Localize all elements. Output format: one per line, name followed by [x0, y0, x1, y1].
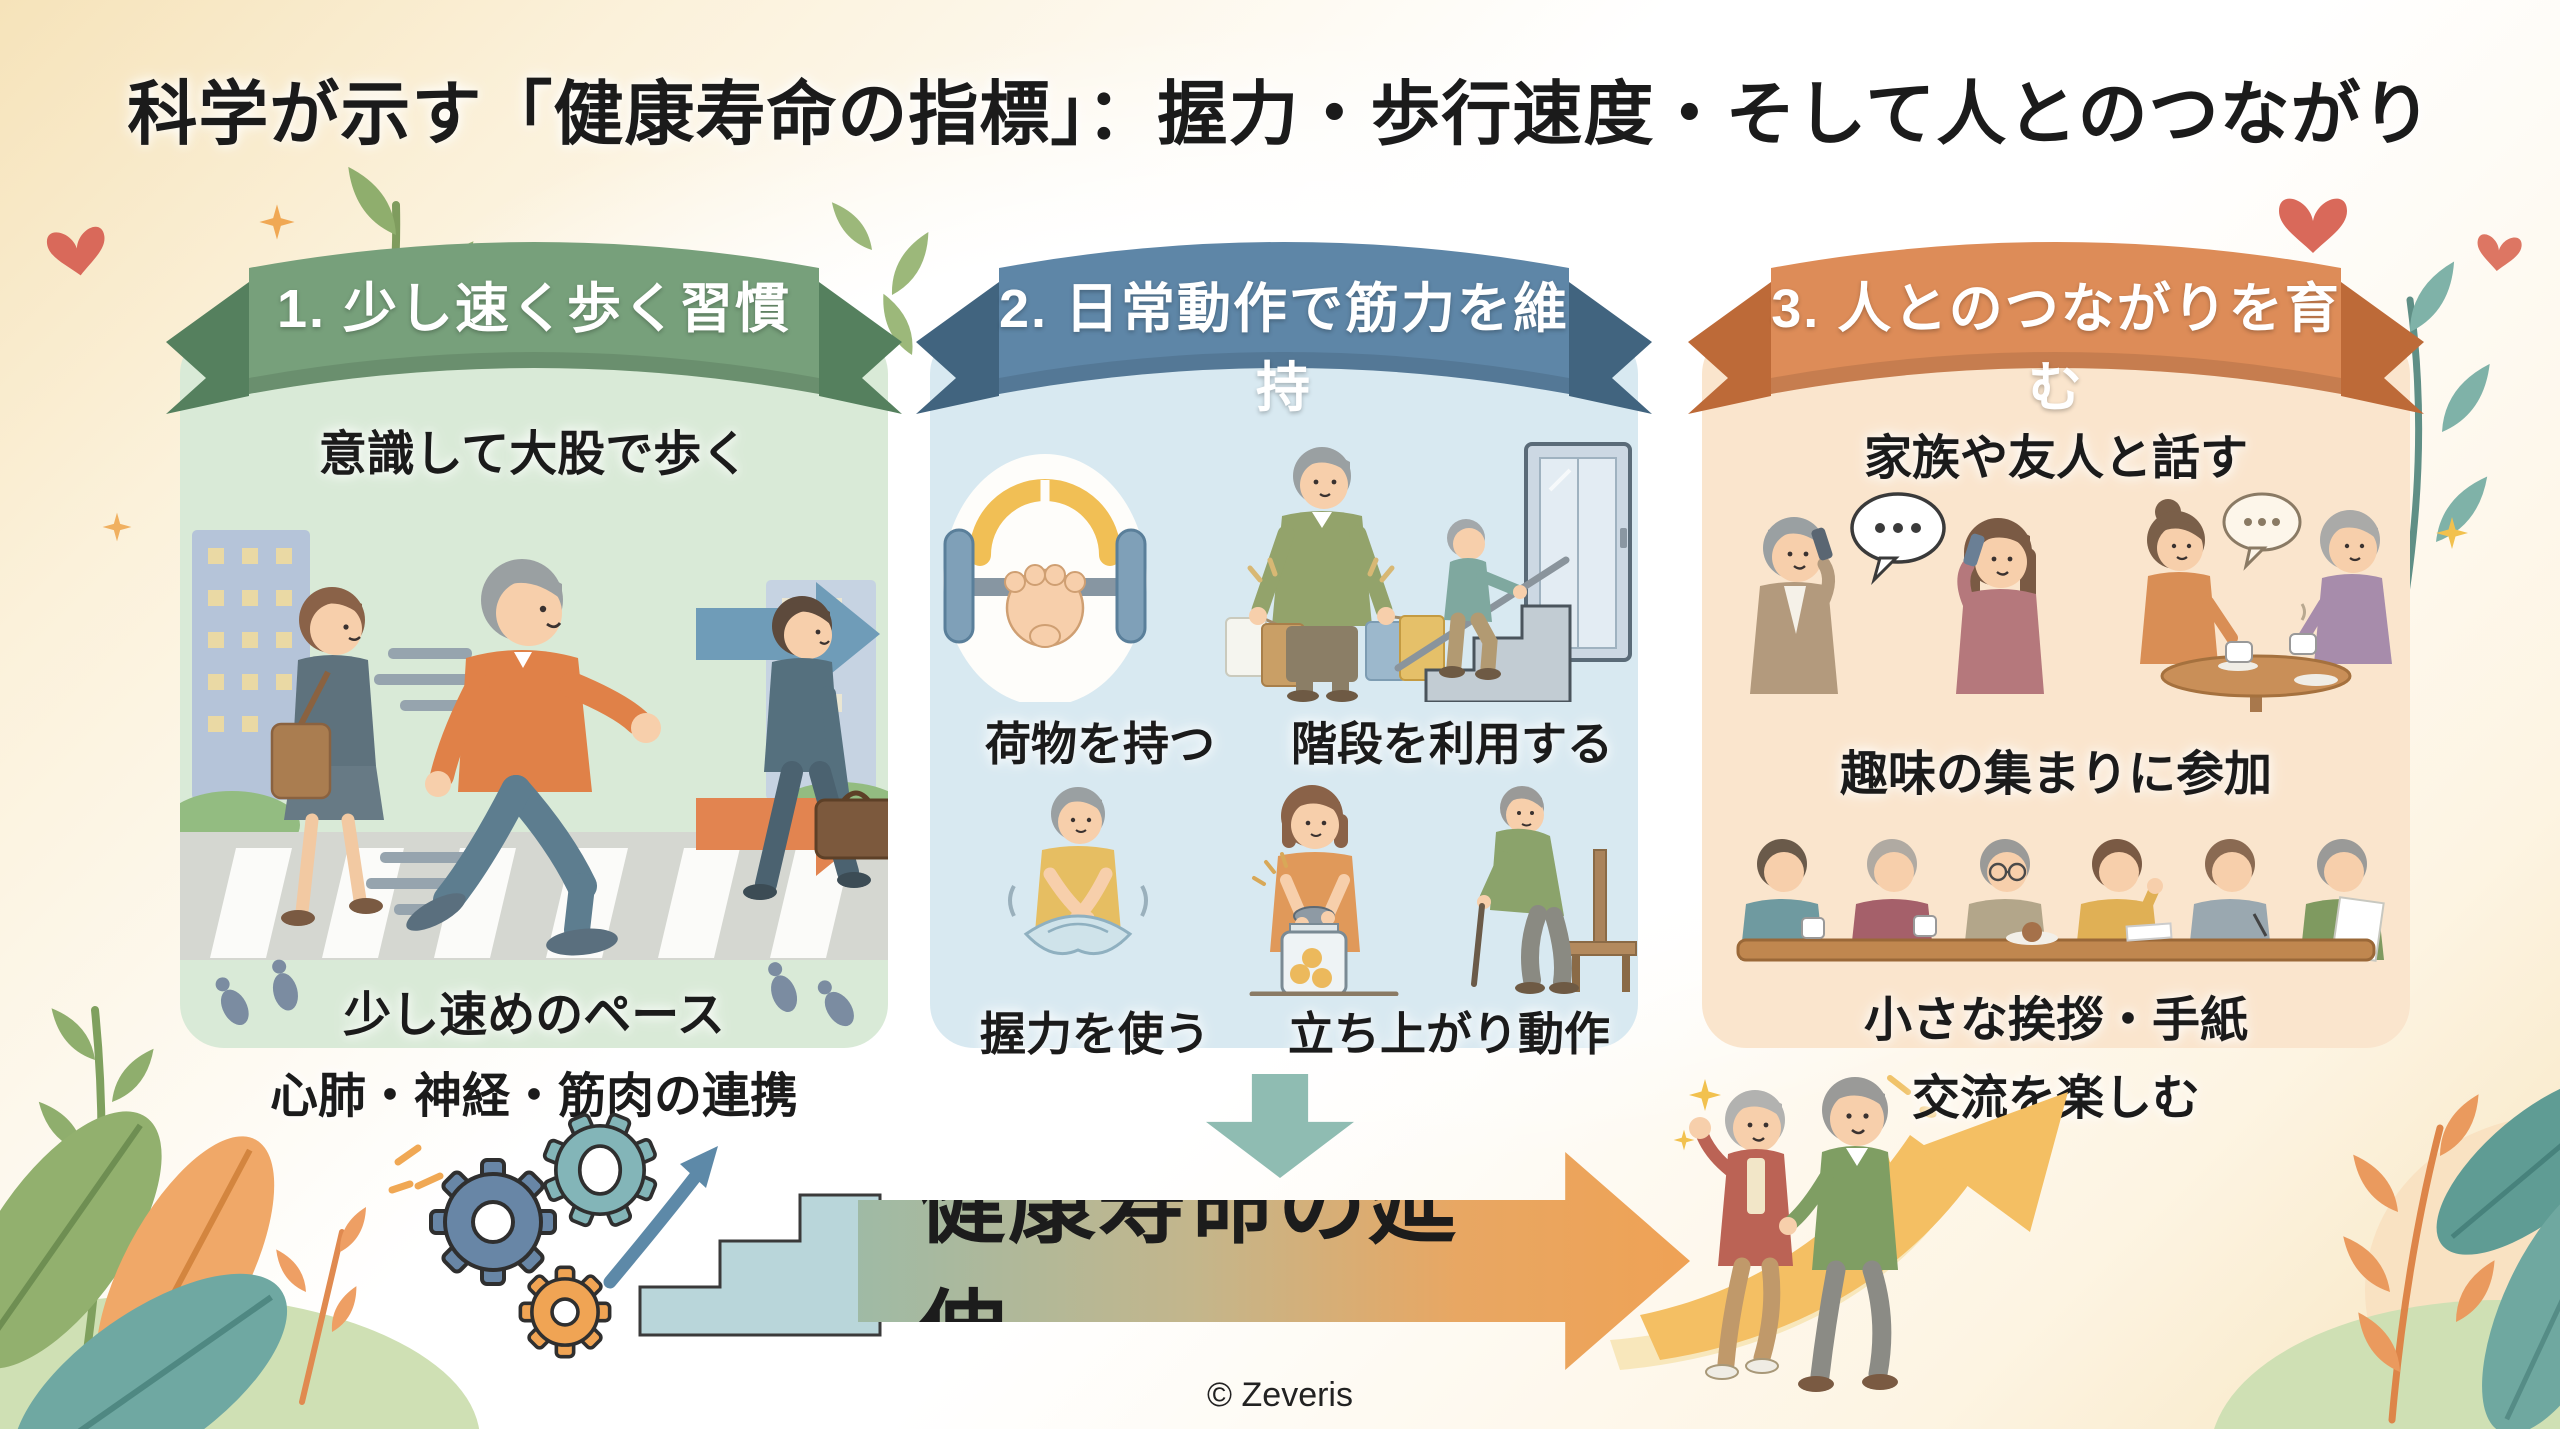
phone-call-pair-icon	[1750, 492, 2044, 694]
walking-woman-icon	[270, 587, 384, 926]
label-standup: 立ち上がり動作	[1288, 1008, 1610, 1060]
crosswalk-walking-scene	[180, 530, 888, 960]
businessman-icon	[743, 596, 888, 900]
chair-stand-icon	[1471, 786, 1637, 994]
ribbon-banner-icon	[916, 242, 1652, 414]
stairs-climb-icon	[1394, 442, 1632, 702]
ribbon-banner-icon	[166, 242, 902, 414]
ribbon-1: 1. 少し速く歩く習慣	[154, 230, 914, 460]
label-stairs: 階段を利用する	[1291, 718, 1613, 770]
label-carry: 荷物を持つ	[985, 718, 1215, 770]
copyright: © Zeveris	[1207, 1376, 1353, 1414]
gear-blue-icon	[429, 1158, 557, 1286]
panel-social-habit: 3. 人とのつながりを育む 家族や友人と話す	[1688, 242, 2424, 1048]
ribbon-2-label: 2. 日常動作で筋力を維持	[998, 279, 1570, 418]
cafe-chat-pair-icon	[2140, 492, 2392, 712]
label-grip: 握力を使う	[980, 1008, 1210, 1060]
ribbon-2: 2. 日常動作で筋力を維持	[904, 230, 1664, 460]
ribbon-3: 3. 人とのつながりを育む	[1676, 230, 2436, 460]
panel-social-mid-caption: 趣味の集まりに参加	[1839, 748, 2272, 801]
group-gathering-scene	[1736, 839, 2385, 962]
panel-walk-habit: 1. 少し速く歩く習慣 意識して大股で歩く	[166, 242, 902, 1048]
gears-and-stairs-icon	[388, 1112, 882, 1359]
panel-social-inner-caption: 小さな挨拶・手紙	[1863, 994, 2248, 1047]
strength-scene-row2	[1008, 785, 1637, 996]
brisk-walking-man-icon	[406, 559, 661, 956]
page-title: 科学が示す「健康寿命の指標」：握力・歩行速度・そして人とのつながり	[127, 75, 2433, 153]
growth-arrow-icon	[603, 1146, 718, 1289]
corner-leaves-bottom-right-icon	[2214, 1075, 2560, 1429]
towel-wring-icon	[1008, 787, 1148, 955]
footprints-left-icon	[215, 959, 298, 1025]
carrying-bags-man-icon	[1225, 447, 1445, 702]
grip-trainer-icon	[943, 454, 1147, 702]
panel-social-subtitle: 家族や友人と話す	[1863, 432, 2248, 485]
stairs-up-icon	[638, 1193, 882, 1337]
ribbon-banner-icon	[1688, 242, 2424, 414]
ribbon-3-label: 3. 人とのつながりを育む	[1771, 279, 2341, 418]
strength-scene-row1	[943, 442, 1632, 702]
panel-strength-habit: 2. 日常動作で筋力を維持	[916, 242, 1652, 1060]
footprints-right-icon	[768, 962, 854, 1027]
gear-orange-icon	[518, 1265, 612, 1359]
sparkle-dashes-icon	[388, 1144, 444, 1194]
couple-man-icon	[1779, 1077, 1898, 1392]
panel-walk-inner-caption: 少し速めのペース	[343, 989, 725, 1042]
walking-couple-icon	[1689, 1077, 1898, 1392]
gear-teal-icon	[542, 1112, 658, 1228]
social-scene-row1	[1750, 492, 2392, 712]
panel-walk-subtitle: 意識して大股で歩く	[318, 428, 750, 481]
panel-walk-below-caption: 心肺・神経・筋肉の連携	[269, 1070, 798, 1123]
jar-open-icon	[1249, 785, 1399, 996]
ribbon-1-label: 1. 少し速く歩く習慣	[276, 279, 792, 339]
corner-leaves-bottom-left-icon	[0, 1001, 480, 1429]
long-table-icon	[1736, 938, 2376, 962]
couple-sparkles-icon	[1673, 1075, 1937, 1181]
table-items-icon	[1801, 915, 2173, 945]
couple-woman-icon	[1689, 1090, 1793, 1380]
